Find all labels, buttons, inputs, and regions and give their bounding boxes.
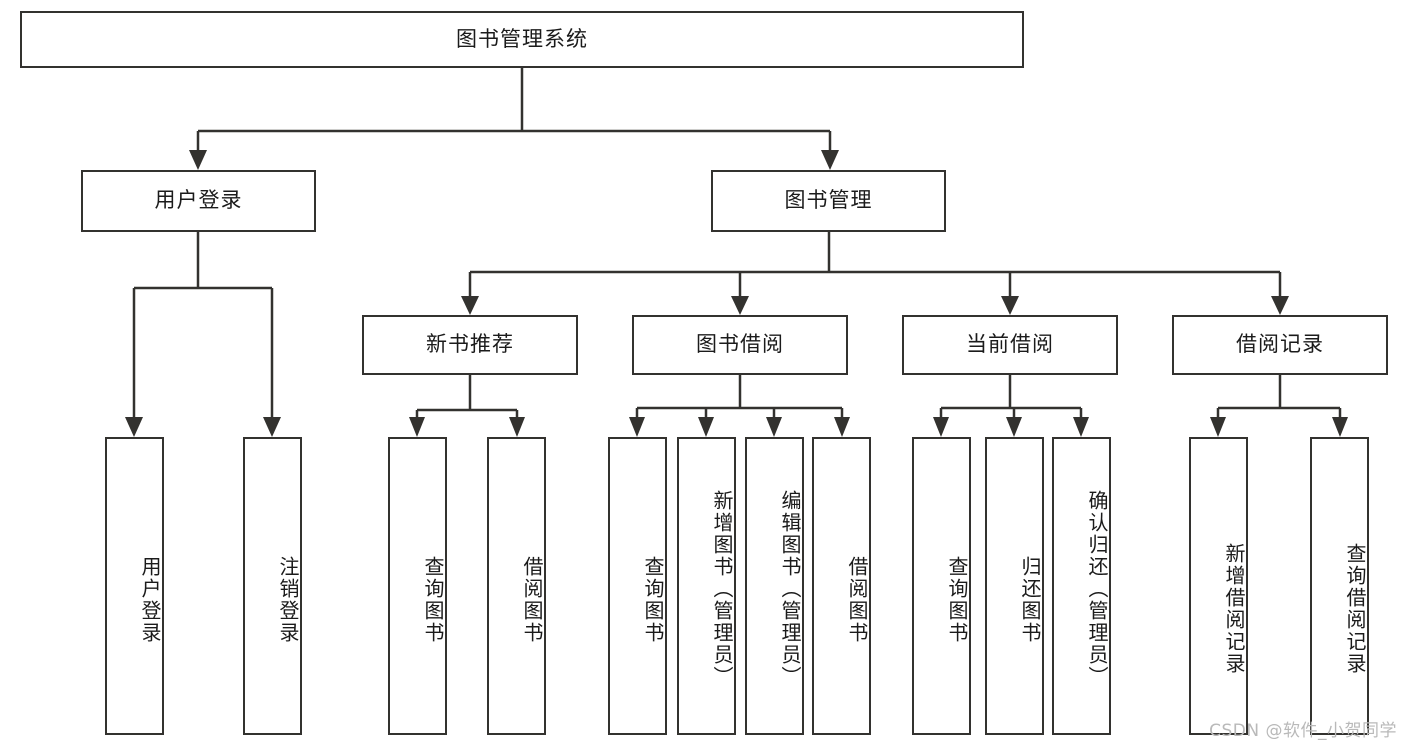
watermark: CSDN @软件_小贺同学 [1209, 721, 1397, 741]
arrowhead-leaf-borrow-book-1 [509, 417, 525, 437]
arrowhead-current-borrow [1001, 296, 1019, 315]
node-leaf-query-book-2[interactable]: 查询图书 [608, 437, 667, 735]
node-leaf-user-login-label: 用户登录 [138, 556, 162, 644]
node-leaf-add-record[interactable]: 新增借阅记录 [1189, 437, 1248, 735]
node-root-label: 图书管理系统 [456, 26, 588, 51]
arrowhead-leaf-query-book-1 [409, 417, 425, 437]
node-user-login[interactable]: 用户登录 [81, 170, 316, 232]
node-borrow-record[interactable]: 借阅记录 [1172, 315, 1388, 375]
arrowhead-leaf-add-book [698, 417, 714, 437]
node-leaf-borrow-book-1[interactable]: 借阅图书 [487, 437, 546, 735]
node-leaf-query-book-1[interactable]: 查询图书 [388, 437, 447, 735]
node-leaf-query-record[interactable]: 查询借阅记录 [1310, 437, 1369, 735]
node-leaf-logout-label: 注销登录 [276, 556, 300, 644]
node-book-manage[interactable]: 图书管理 [711, 170, 946, 232]
node-leaf-borrow-book-1-label: 借阅图书 [520, 556, 544, 644]
arrowhead-book-borrow [731, 296, 749, 315]
node-leaf-confirm-return[interactable]: 确认归还（管理员） [1052, 437, 1111, 735]
node-leaf-logout[interactable]: 注销登录 [243, 437, 302, 735]
arrowhead-borrow-record [1271, 296, 1289, 315]
arrowhead-leaf-add-record [1210, 417, 1226, 437]
node-new-book-recommend[interactable]: 新书推荐 [362, 315, 578, 375]
node-leaf-add-book[interactable]: 新增图书（管理员） [677, 437, 736, 735]
arrowhead-recommend [461, 296, 479, 315]
node-leaf-query-record-label: 查询借阅记录 [1343, 543, 1367, 675]
node-leaf-add-record-label: 新增借阅记录 [1222, 543, 1246, 675]
node-user-login-label: 用户登录 [154, 188, 243, 213]
arrowhead-leaf-query-record [1332, 417, 1348, 437]
node-leaf-return-book[interactable]: 归还图书 [985, 437, 1044, 735]
node-leaf-query-book-2-label: 查询图书 [641, 556, 665, 644]
node-leaf-confirm-return-label: 确认归还（管理员） [1085, 490, 1109, 688]
node-new-book-recommend-label: 新书推荐 [426, 332, 514, 357]
arrowhead-leaf-return-book [1006, 417, 1022, 437]
arrowhead-leaf-query-book-2 [629, 417, 645, 437]
node-book-borrow-label: 图书借阅 [696, 332, 784, 357]
arrowhead-leaf-logout [263, 417, 281, 437]
node-leaf-query-book-3[interactable]: 查询图书 [912, 437, 971, 735]
arrowhead-leaf-user-login [125, 417, 143, 437]
node-leaf-edit-book[interactable]: 编辑图书（管理员） [745, 437, 804, 735]
node-book-manage-label: 图书管理 [784, 188, 873, 213]
node-borrow-record-label: 借阅记录 [1236, 332, 1324, 357]
node-leaf-query-book-1-label: 查询图书 [421, 556, 445, 644]
node-leaf-return-book-label: 归还图书 [1018, 556, 1042, 644]
node-book-borrow[interactable]: 图书借阅 [632, 315, 848, 375]
node-leaf-query-book-3-label: 查询图书 [945, 556, 969, 644]
arrowhead-user-login [189, 150, 207, 170]
arrowhead-leaf-edit-book [766, 417, 782, 437]
node-current-borrow-label: 当前借阅 [966, 332, 1054, 357]
node-leaf-edit-book-label: 编辑图书（管理员） [778, 490, 802, 688]
arrowhead-leaf-query-book-3 [933, 417, 949, 437]
node-leaf-add-book-label: 新增图书（管理员） [710, 490, 734, 688]
node-leaf-user-login[interactable]: 用户登录 [105, 437, 164, 735]
arrowhead-leaf-confirm-return [1073, 417, 1089, 437]
node-leaf-borrow-book-2[interactable]: 借阅图书 [812, 437, 871, 735]
node-root[interactable]: 图书管理系统 [20, 11, 1024, 68]
node-current-borrow[interactable]: 当前借阅 [902, 315, 1118, 375]
arrowhead-leaf-borrow-book-2 [834, 417, 850, 437]
arrowhead-book-manage [821, 150, 839, 170]
node-leaf-borrow-book-2-label: 借阅图书 [845, 556, 869, 644]
